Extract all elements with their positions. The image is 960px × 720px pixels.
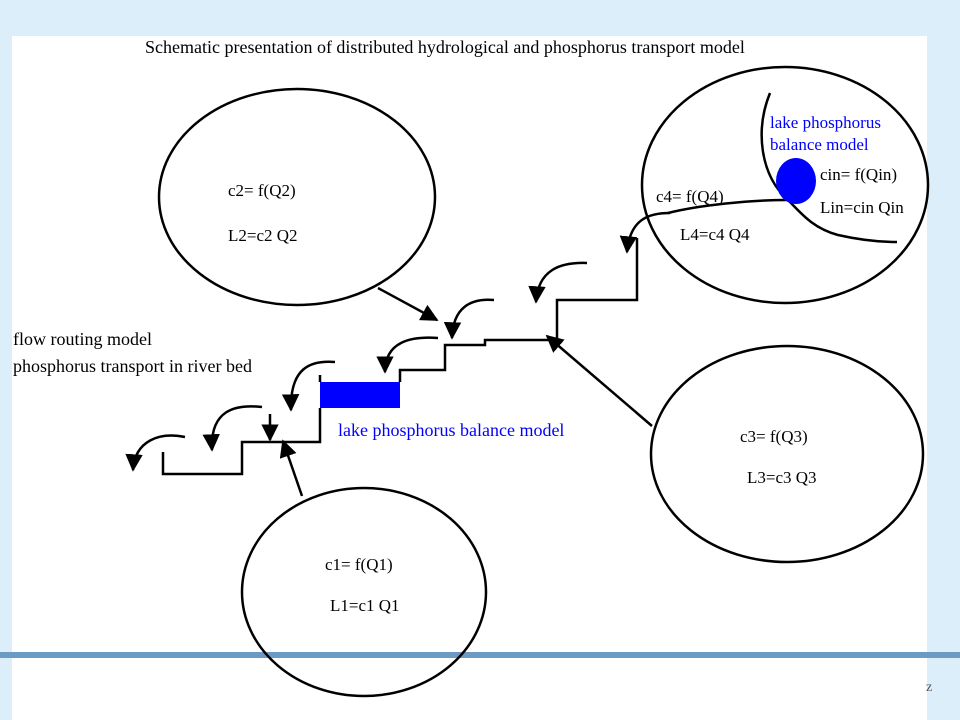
- input-arrow-c2: [377, 286, 439, 322]
- lake-block: [320, 382, 400, 408]
- catchment-c3-ellipse: [649, 344, 925, 564]
- lake-subbasin-boundary: [760, 92, 898, 244]
- lake-label-top-line2: balance model: [770, 135, 869, 154]
- lake-blob: [776, 158, 816, 204]
- input-arrow-c3: [545, 334, 653, 427]
- footer-band: [0, 652, 960, 658]
- flow-arrow-7: [619, 211, 671, 254]
- corner-mark: z: [926, 680, 933, 695]
- lake-label-bottom: lake phosphorus balance model: [338, 420, 564, 440]
- input-arrow-c1: [279, 439, 304, 497]
- flow-label-line2: phosphorus transport in river bed: [13, 356, 252, 376]
- diagram-canvas: [12, 36, 927, 720]
- catchment-c3-eq2: L3=c3 Q3: [747, 468, 817, 487]
- catchment-c2-eq1: c2= f(Q2): [228, 181, 296, 200]
- flow-arrow-3: [281, 360, 336, 412]
- input-arrows: [279, 286, 653, 497]
- flow-arrow-5: [443, 298, 495, 340]
- flow-arrow-4: [376, 336, 439, 374]
- flow-arrows: [125, 211, 671, 472]
- flow-arrow-6: [528, 261, 588, 304]
- lake-label-top-line1: lake phosphorus: [770, 113, 881, 132]
- catchment-c1-eq2: L1=c1 Q1: [330, 596, 400, 615]
- river-step-1: [161, 408, 322, 476]
- lake-outlet-line: [667, 198, 789, 215]
- catchment-c4-eq1: c4= f(Q4): [656, 187, 724, 206]
- lake-inflow-eq2: Lin=cin Qin: [820, 198, 904, 217]
- catchment-c2-eq2: L2=c2 Q2: [228, 226, 298, 245]
- catchment-c4-ellipse: [640, 65, 930, 305]
- catchment-c1-ellipse: [240, 486, 488, 698]
- river-staircase: [161, 238, 639, 476]
- catchment-c3-eq1: c3= f(Q3): [740, 427, 808, 446]
- diagram-title: Schematic presentation of distributed hy…: [145, 37, 745, 57]
- flow-arrow-2: [202, 405, 263, 452]
- catchment-c1-eq1: c1= f(Q1): [325, 555, 393, 574]
- river-step-2: [398, 238, 639, 382]
- catchment-c4-eq2: L4=c4 Q4: [680, 225, 750, 244]
- lake-inflow-eq1: cin= f(Qin): [820, 165, 897, 184]
- flow-label-line1: flow routing model: [13, 329, 152, 349]
- catchment-c2-ellipse: [157, 87, 437, 307]
- flow-arrow-1: [125, 434, 186, 472]
